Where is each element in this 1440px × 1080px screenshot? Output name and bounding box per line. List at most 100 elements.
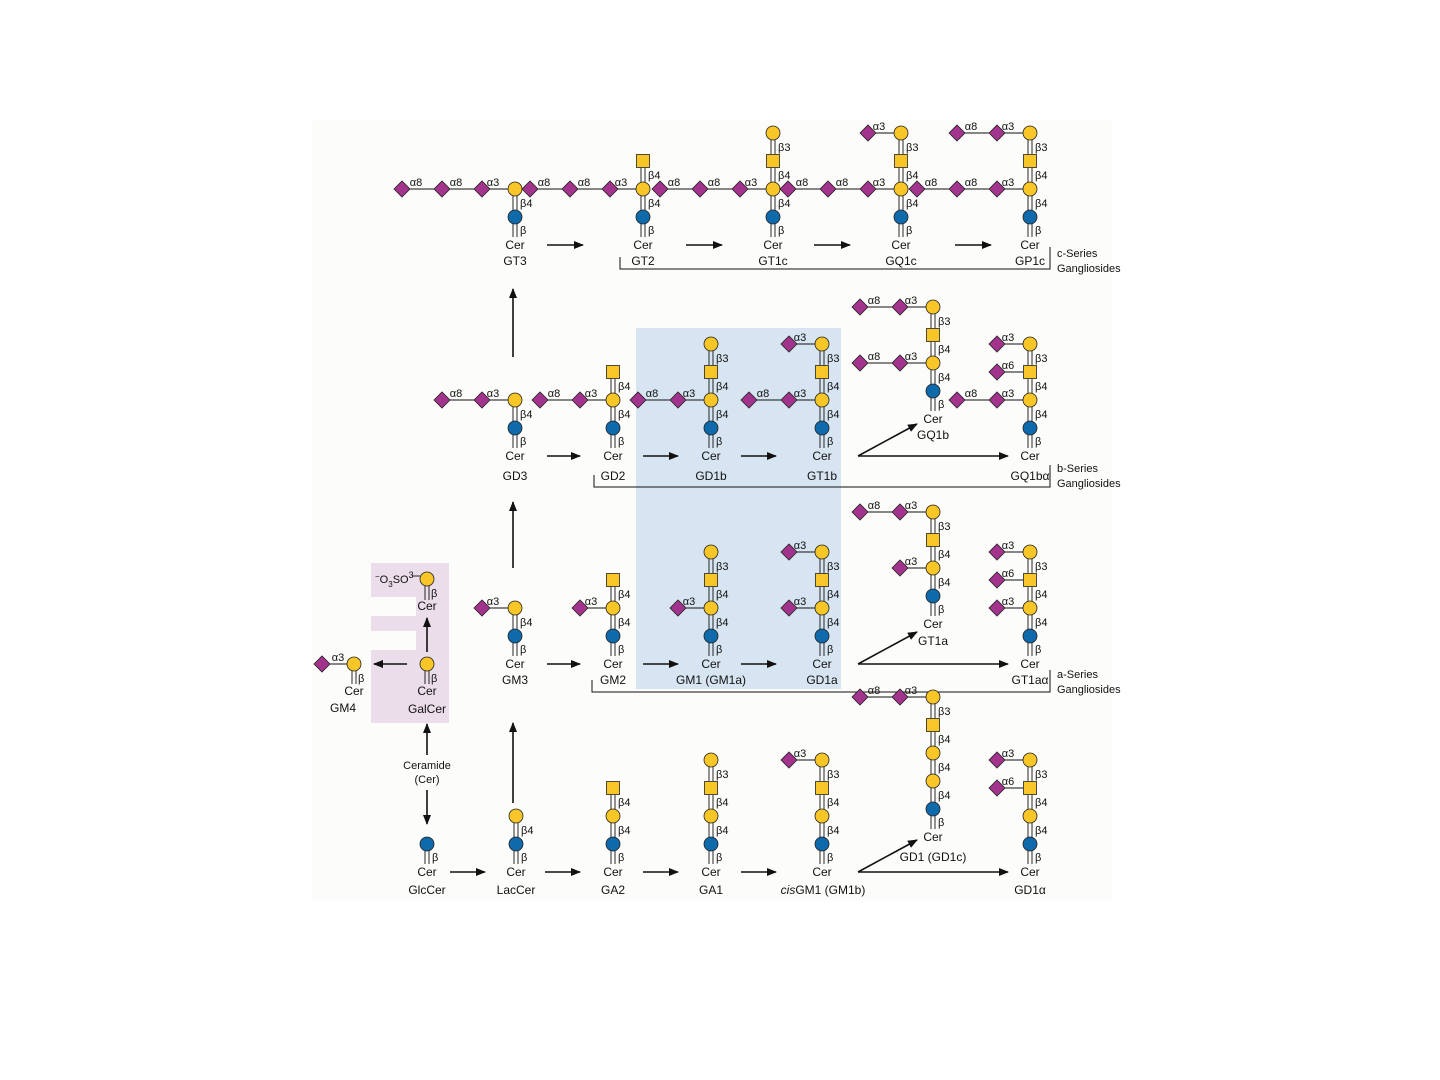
galactose-circle-icon [925, 299, 941, 315]
sialic-acid-diamond-icon [779, 180, 797, 198]
cer-label: Cer [891, 238, 910, 252]
linkage-label: α3 [905, 295, 917, 307]
compound-name: GM2 [600, 673, 626, 687]
glucose-circle-icon [814, 420, 830, 436]
compound-name: GD3 [503, 469, 528, 483]
galactose-circle-icon [893, 181, 909, 197]
linkage-label: β3 [938, 316, 950, 328]
sialic-acid-diamond-icon [891, 503, 909, 521]
linkage-label: α8 [868, 351, 880, 363]
linkage-label: β3 [716, 353, 728, 365]
series-label: Gangliosides [1057, 263, 1121, 275]
galactose-circle-icon [703, 808, 719, 824]
galactose-circle-icon [419, 571, 435, 587]
compound-name: GQ1b [917, 428, 949, 442]
galactose-circle-icon [1022, 392, 1038, 408]
sialic-acid-diamond-icon [948, 180, 966, 198]
linkage-label: α8 [548, 388, 560, 400]
compound-name: LacCer [497, 883, 536, 897]
compound-name: GD2 [601, 469, 626, 483]
cer-label: Cer [812, 865, 831, 879]
sialic-acid-diamond-icon [780, 599, 798, 617]
galnac-square-icon [1023, 154, 1037, 168]
linkage-label: β [716, 436, 722, 448]
galnac-square-icon [636, 154, 650, 168]
galactose-circle-icon [346, 656, 362, 672]
linkage-label: β3 [1035, 769, 1047, 781]
compound-name: GP1c [1015, 254, 1045, 268]
glucose-circle-icon [507, 209, 523, 225]
linkage-label: α8 [450, 177, 462, 189]
galactose-circle-icon [605, 600, 621, 616]
linkage-label: β3 [906, 142, 918, 154]
linkage-label: β3 [938, 706, 950, 718]
cer-label: Cer [701, 865, 720, 879]
linkage-label: α3 [585, 596, 597, 608]
linkage-label: α3 [1002, 388, 1014, 400]
glucose-circle-icon [1022, 209, 1038, 225]
galnac-square-icon [704, 573, 718, 587]
galnac-square-icon [926, 718, 940, 732]
linkage-label: β [618, 436, 624, 448]
cer-label: Cer [603, 449, 622, 463]
compound-name: GQ1bα [1011, 469, 1050, 483]
galactose-circle-icon [703, 600, 719, 616]
compound-name: GM4 [330, 701, 356, 715]
linkage-label: α8 [578, 177, 590, 189]
linkage-label: β [938, 817, 944, 829]
sialic-acid-diamond-icon [651, 180, 669, 198]
sialic-acid-diamond-icon [988, 779, 1006, 797]
linkage-label: α3 [905, 500, 917, 512]
linkage-label: α8 [646, 388, 658, 400]
galactose-circle-icon [814, 600, 830, 616]
sialic-acid-diamond-icon [601, 180, 619, 198]
linkage-label: β3 [1035, 142, 1047, 154]
sialic-acid-diamond-icon [908, 180, 926, 198]
compound-name-rest: GM1 (GM1b) [795, 883, 865, 897]
galnac-square-icon [1023, 781, 1037, 795]
cer-label: Cer [1020, 449, 1039, 463]
glucose-circle-icon [419, 836, 435, 852]
linkage-label: α3 [487, 177, 499, 189]
galactose-circle-icon [814, 752, 830, 768]
linkage-label: β [716, 644, 722, 656]
linkage-label: β3 [716, 769, 728, 781]
linkage-label: β [431, 673, 437, 685]
linkage-label: β [938, 399, 944, 411]
glucose-circle-icon [814, 628, 830, 644]
cer-label: Cer [1020, 238, 1039, 252]
sialic-acid-diamond-icon [851, 354, 869, 372]
compound-name: GD1α [1014, 883, 1046, 897]
galactose-circle-icon [765, 181, 781, 197]
linkage-label: β [778, 225, 784, 237]
linkage-label: β4 [618, 825, 630, 837]
linkage-label: α3 [332, 652, 344, 664]
glucose-circle-icon [507, 628, 523, 644]
linkage-label: α3 [683, 596, 695, 608]
reaction-arrows [373, 241, 1009, 876]
sialic-acid-diamond-icon [531, 391, 549, 409]
linkage-label: α3 [1002, 540, 1014, 552]
galactose-circle-icon [703, 544, 719, 560]
compound-name: GD1b [695, 469, 727, 483]
series-label: c-Series [1057, 248, 1098, 260]
glucose-circle-icon [507, 420, 523, 436]
cer-label: Cer [417, 599, 436, 613]
linkage-label: β [827, 644, 833, 656]
c-series-bracket [619, 247, 1051, 270]
galactose-circle-icon [703, 752, 719, 768]
galnac-square-icon [1023, 573, 1037, 587]
linkage-label: β [618, 644, 624, 656]
linkage-label: β3 [1035, 561, 1047, 573]
sialic-acid-diamond-icon [891, 354, 909, 372]
linkage-label: α8 [538, 177, 550, 189]
linkage-label: α8 [868, 685, 880, 697]
galactose-circle-icon [508, 808, 524, 824]
linkage-label: β3 [716, 561, 728, 573]
galactose-circle-icon [814, 392, 830, 408]
highlight-blue-box [636, 328, 841, 689]
glycosidic-bonds [330, 132, 1033, 864]
linkage-label: β4 [716, 589, 728, 601]
cer-label: Cer [633, 238, 652, 252]
linkage-label: β4 [1035, 381, 1047, 393]
